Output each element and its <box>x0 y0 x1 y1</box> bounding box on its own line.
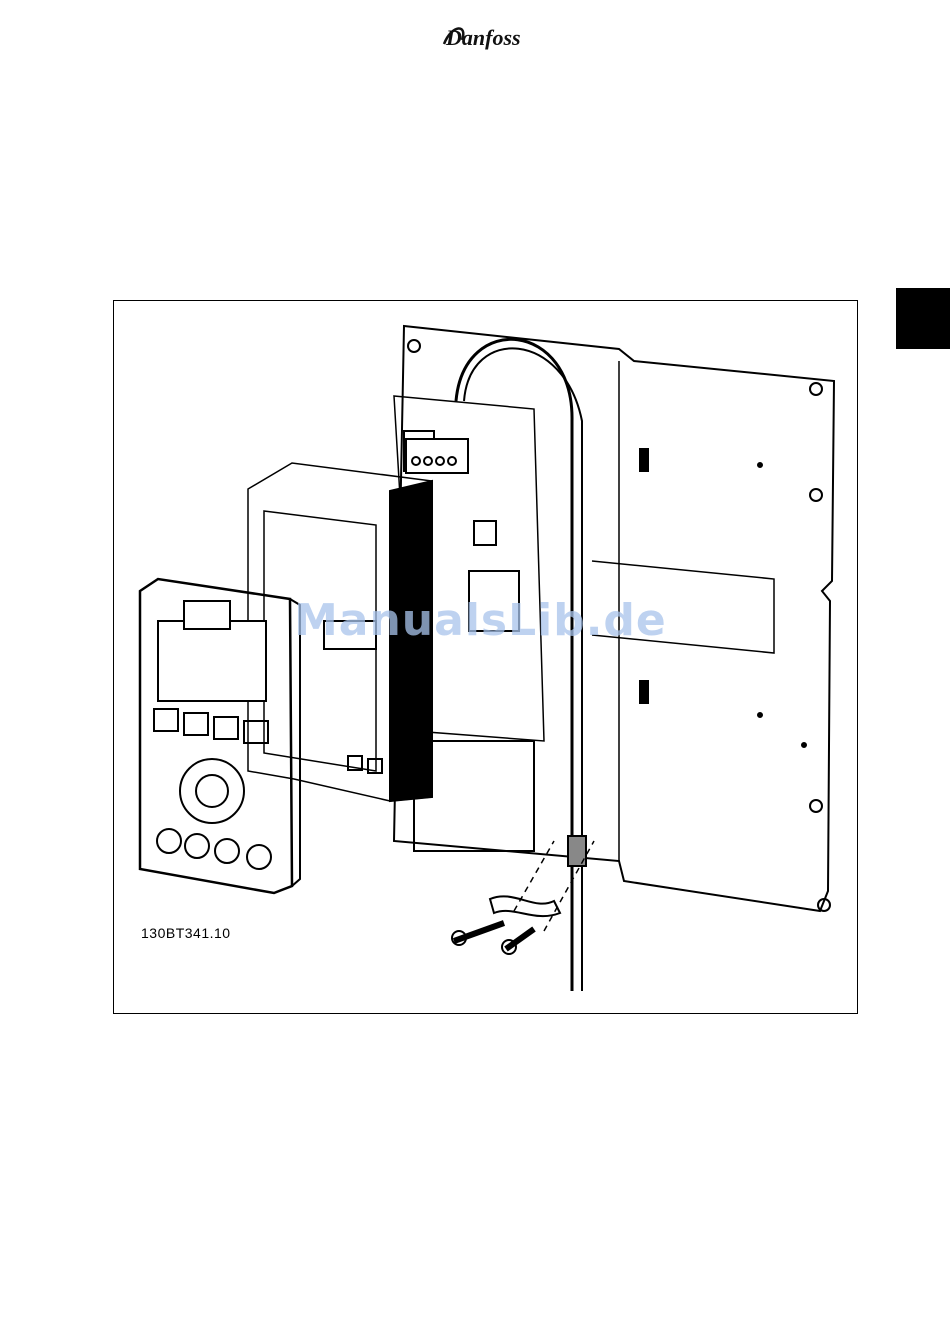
terminal-block <box>406 439 468 473</box>
watermark: ManualsLib.de <box>294 595 667 646</box>
danfoss-logo-icon: Danfoss <box>438 18 530 52</box>
control-cable <box>456 339 572 991</box>
brand-name: Danfoss <box>445 25 521 50</box>
chapter-tab <box>896 288 950 349</box>
figure-code: 130BT341.10 <box>141 925 231 941</box>
brand-logo: Danfoss <box>438 18 530 52</box>
exploded-assembly-drawing <box>114 301 859 1015</box>
screw-right <box>506 929 534 949</box>
cable-clamp <box>490 896 560 916</box>
lcp-mounting-figure: ManualsLib.de 130BT341.10 <box>113 300 858 1014</box>
